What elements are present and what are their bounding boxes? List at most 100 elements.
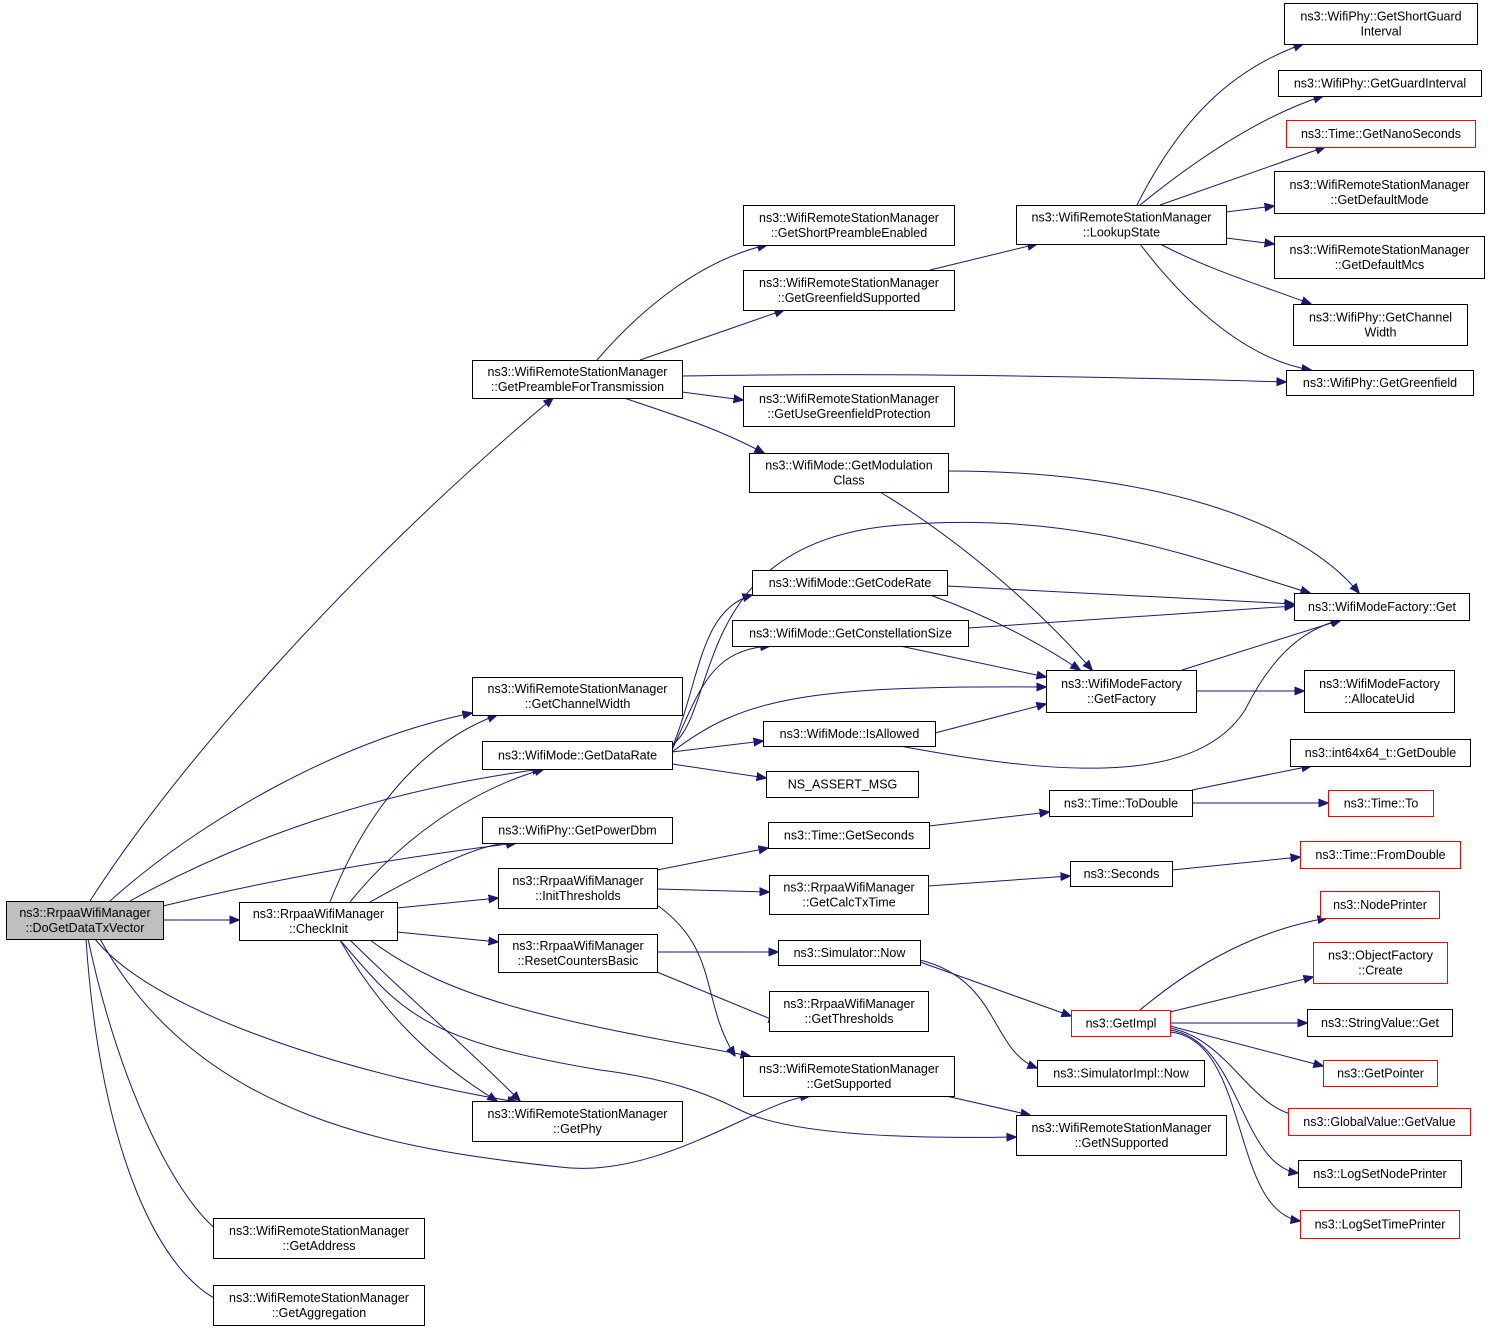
node-get-pointer[interactable]: ns3::GetPointer	[1323, 1060, 1438, 1087]
node-get-greenfield[interactable]: ns3::WifiPhy::GetGreenfield	[1286, 370, 1474, 396]
node-box	[1288, 1108, 1471, 1136]
call-edge	[329, 715, 497, 903]
call-edge	[596, 245, 767, 361]
node-label: ::GetAddress	[283, 1239, 356, 1253]
node-label: ::GetUseGreenfieldProtection	[767, 407, 930, 421]
call-edge	[919, 959, 1037, 1068]
node-box	[1323, 1060, 1438, 1087]
node-box	[732, 620, 969, 647]
node-get-data-rate[interactable]: ns3::WifiMode::GetDataRate	[482, 741, 673, 770]
node-box	[1307, 1009, 1453, 1037]
node-get-short-preamble[interactable]: ns3::WifiRemoteStationManager::GetShortP…	[743, 205, 955, 246]
node-sim-now[interactable]: ns3::Simulator::Now	[778, 940, 921, 966]
node-is-allowed[interactable]: ns3::WifiMode::IsAllowed	[763, 721, 936, 747]
node-label: ns3::WifiRemoteStationManager	[759, 211, 939, 225]
node-string-value-get[interactable]: ns3::StringValue::Get	[1307, 1009, 1453, 1037]
node-sim-impl-now[interactable]: ns3::SimulatorImpl::Now	[1037, 1060, 1205, 1087]
node-get-greenfield-supported[interactable]: ns3::WifiRemoteStationManager::GetGreenf…	[743, 270, 955, 311]
call-edge	[99, 938, 810, 1169]
call-edge	[1171, 857, 1300, 871]
node-label: ns3::WifiMode::GetCodeRate	[769, 576, 932, 590]
node-label: ns3::Time::GetNanoSeconds	[1301, 127, 1461, 141]
node-log-set-node[interactable]: ns3::LogSetNodePrinter	[1298, 1160, 1462, 1188]
node-get-guard-interval[interactable]: ns3::WifiPhy::GetGuardInterval	[1278, 70, 1482, 97]
call-edge	[349, 939, 520, 1101]
node-label: ns3::RrpaaWifiManager	[253, 907, 384, 921]
node-box	[1290, 739, 1471, 767]
node-get-constellation[interactable]: ns3::WifiMode::GetConstellationSize	[732, 620, 969, 647]
node-box	[1320, 891, 1440, 919]
node-label: ns3::WifiRemoteStationManager	[488, 1107, 668, 1121]
node-box	[1071, 1010, 1171, 1037]
node-get-power-dbm[interactable]: ns3::WifiPhy::GetPowerDbm	[482, 817, 673, 844]
node-get-seconds[interactable]: ns3::Time::GetSeconds	[768, 822, 930, 849]
call-edges	[85, 44, 1359, 1304]
node-node-printer[interactable]: ns3::NodePrinter	[1320, 891, 1440, 919]
node-global-value-get[interactable]: ns3::GlobalValue::GetValue	[1288, 1108, 1471, 1136]
node-seconds[interactable]: ns3::Seconds	[1070, 861, 1173, 887]
node-get-use-greenfield[interactable]: ns3::WifiRemoteStationManager::GetUseGre…	[743, 386, 955, 427]
node-get-n-supported[interactable]: ns3::WifiRemoteStationManager::GetNSuppo…	[1016, 1115, 1227, 1156]
node-label: ns3::Time::FromDouble	[1315, 848, 1445, 862]
node-reset-counters[interactable]: ns3::RrpaaWifiManager::ResetCountersBasi…	[498, 934, 658, 973]
node-label: ns3::int64x64_t::GetDouble	[1305, 746, 1457, 760]
node-box	[1070, 861, 1173, 887]
call-edge	[87, 938, 227, 1237]
node-from-double[interactable]: ns3::Time::FromDouble	[1300, 841, 1461, 869]
call-edge	[1169, 1031, 1300, 1221]
node-box	[498, 868, 658, 909]
node-box	[1293, 304, 1468, 346]
node-get-default-mcs[interactable]: ns3::WifiRemoteStationManager::GetDefaul…	[1274, 236, 1485, 279]
node-box	[1286, 120, 1476, 148]
node-get-calc-tx-time[interactable]: ns3::RrpaaWifiManager::GetCalcTxTime	[769, 875, 929, 915]
node-box	[1286, 370, 1474, 396]
call-edge	[85, 938, 227, 1304]
node-int64-get-double[interactable]: ns3::int64x64_t::GetDouble	[1290, 739, 1471, 767]
node-box	[743, 205, 955, 246]
node-label: ns3::WifiRemoteStationManager	[1032, 1121, 1212, 1135]
node-label: ns3::WifiMode::GetModulation	[765, 458, 932, 472]
node-label: ns3::WifiPhy::GetChannel	[1309, 310, 1452, 324]
node-get-thresholds[interactable]: ns3::RrpaaWifiManager::GetThresholds	[769, 991, 929, 1032]
node-to-double[interactable]: ns3::Time::ToDouble	[1049, 790, 1193, 817]
node-box	[1304, 670, 1455, 713]
node-box	[213, 1285, 425, 1326]
call-edge	[1169, 1025, 1323, 1066]
node-ns-assert[interactable]: NS_ASSERT_MSG	[766, 771, 919, 798]
call-edge	[927, 876, 1070, 887]
call-edge	[656, 971, 778, 1022]
node-get-channel-width-r-s-m[interactable]: ns3::WifiRemoteStationManager::GetChanne…	[472, 677, 683, 716]
node-obj-factory-create[interactable]: ns3::ObjectFactory::Create	[1313, 942, 1448, 984]
call-edge	[162, 843, 516, 907]
node-get-default-mode[interactable]: ns3::WifiRemoteStationManager::GetDefaul…	[1274, 171, 1485, 214]
node-get-preamble[interactable]: ns3::WifiRemoteStationManager::GetPreamb…	[472, 360, 683, 399]
node-get-address[interactable]: ns3::WifiRemoteStationManager::GetAddres…	[213, 1218, 425, 1259]
node-time-to[interactable]: ns3::Time::To	[1328, 790, 1434, 817]
node-mode-factory-get[interactable]: ns3::WifiModeFactory::Get	[1294, 593, 1470, 621]
call-edge	[671, 521, 1310, 746]
node-get-phy[interactable]: ns3::WifiRemoteStationManager::GetPhy	[472, 1101, 683, 1142]
node-get-factory[interactable]: ns3::WifiModeFactory::GetFactory	[1046, 670, 1197, 713]
node-allocate-uid[interactable]: ns3::WifiModeFactory::AllocateUid	[1304, 670, 1455, 713]
node-get-nano-seconds[interactable]: ns3::Time::GetNanoSeconds	[1286, 120, 1476, 148]
call-edge	[89, 398, 553, 902]
node-get-supported[interactable]: ns3::WifiRemoteStationManager::GetSuppor…	[743, 1056, 955, 1097]
node-check-init[interactable]: ns3::RrpaaWifiManager::CheckInit	[239, 902, 398, 941]
node-box	[1274, 236, 1485, 279]
node-box	[1313, 942, 1448, 984]
function-nodes: ns3::RrpaaWifiManager::DoGetDataTxVector…	[6, 3, 1485, 1326]
node-get-channel-width-phy[interactable]: ns3::WifiPhy::GetChannelWidth	[1293, 304, 1468, 346]
node-label: ns3::Time::GetSeconds	[784, 828, 914, 842]
node-box	[482, 817, 673, 844]
call-edge	[929, 594, 1080, 670]
node-log-set-time[interactable]: ns3::LogSetTimePrinter	[1300, 1210, 1460, 1239]
node-label: ns3::LogSetTimePrinter	[1315, 1217, 1446, 1231]
node-box	[1298, 1160, 1462, 1188]
node-get-code-rate[interactable]: ns3::WifiMode::GetCodeRate	[752, 570, 948, 596]
node-get-impl[interactable]: ns3::GetImpl	[1071, 1010, 1171, 1037]
node-init-thresholds[interactable]: ns3::RrpaaWifiManager::InitThresholds	[498, 868, 658, 909]
node-get-aggregation[interactable]: ns3::WifiRemoteStationManager::GetAggreg…	[213, 1285, 425, 1326]
node-lookup-state[interactable]: ns3::WifiRemoteStationManager::LookupSta…	[1016, 205, 1227, 245]
